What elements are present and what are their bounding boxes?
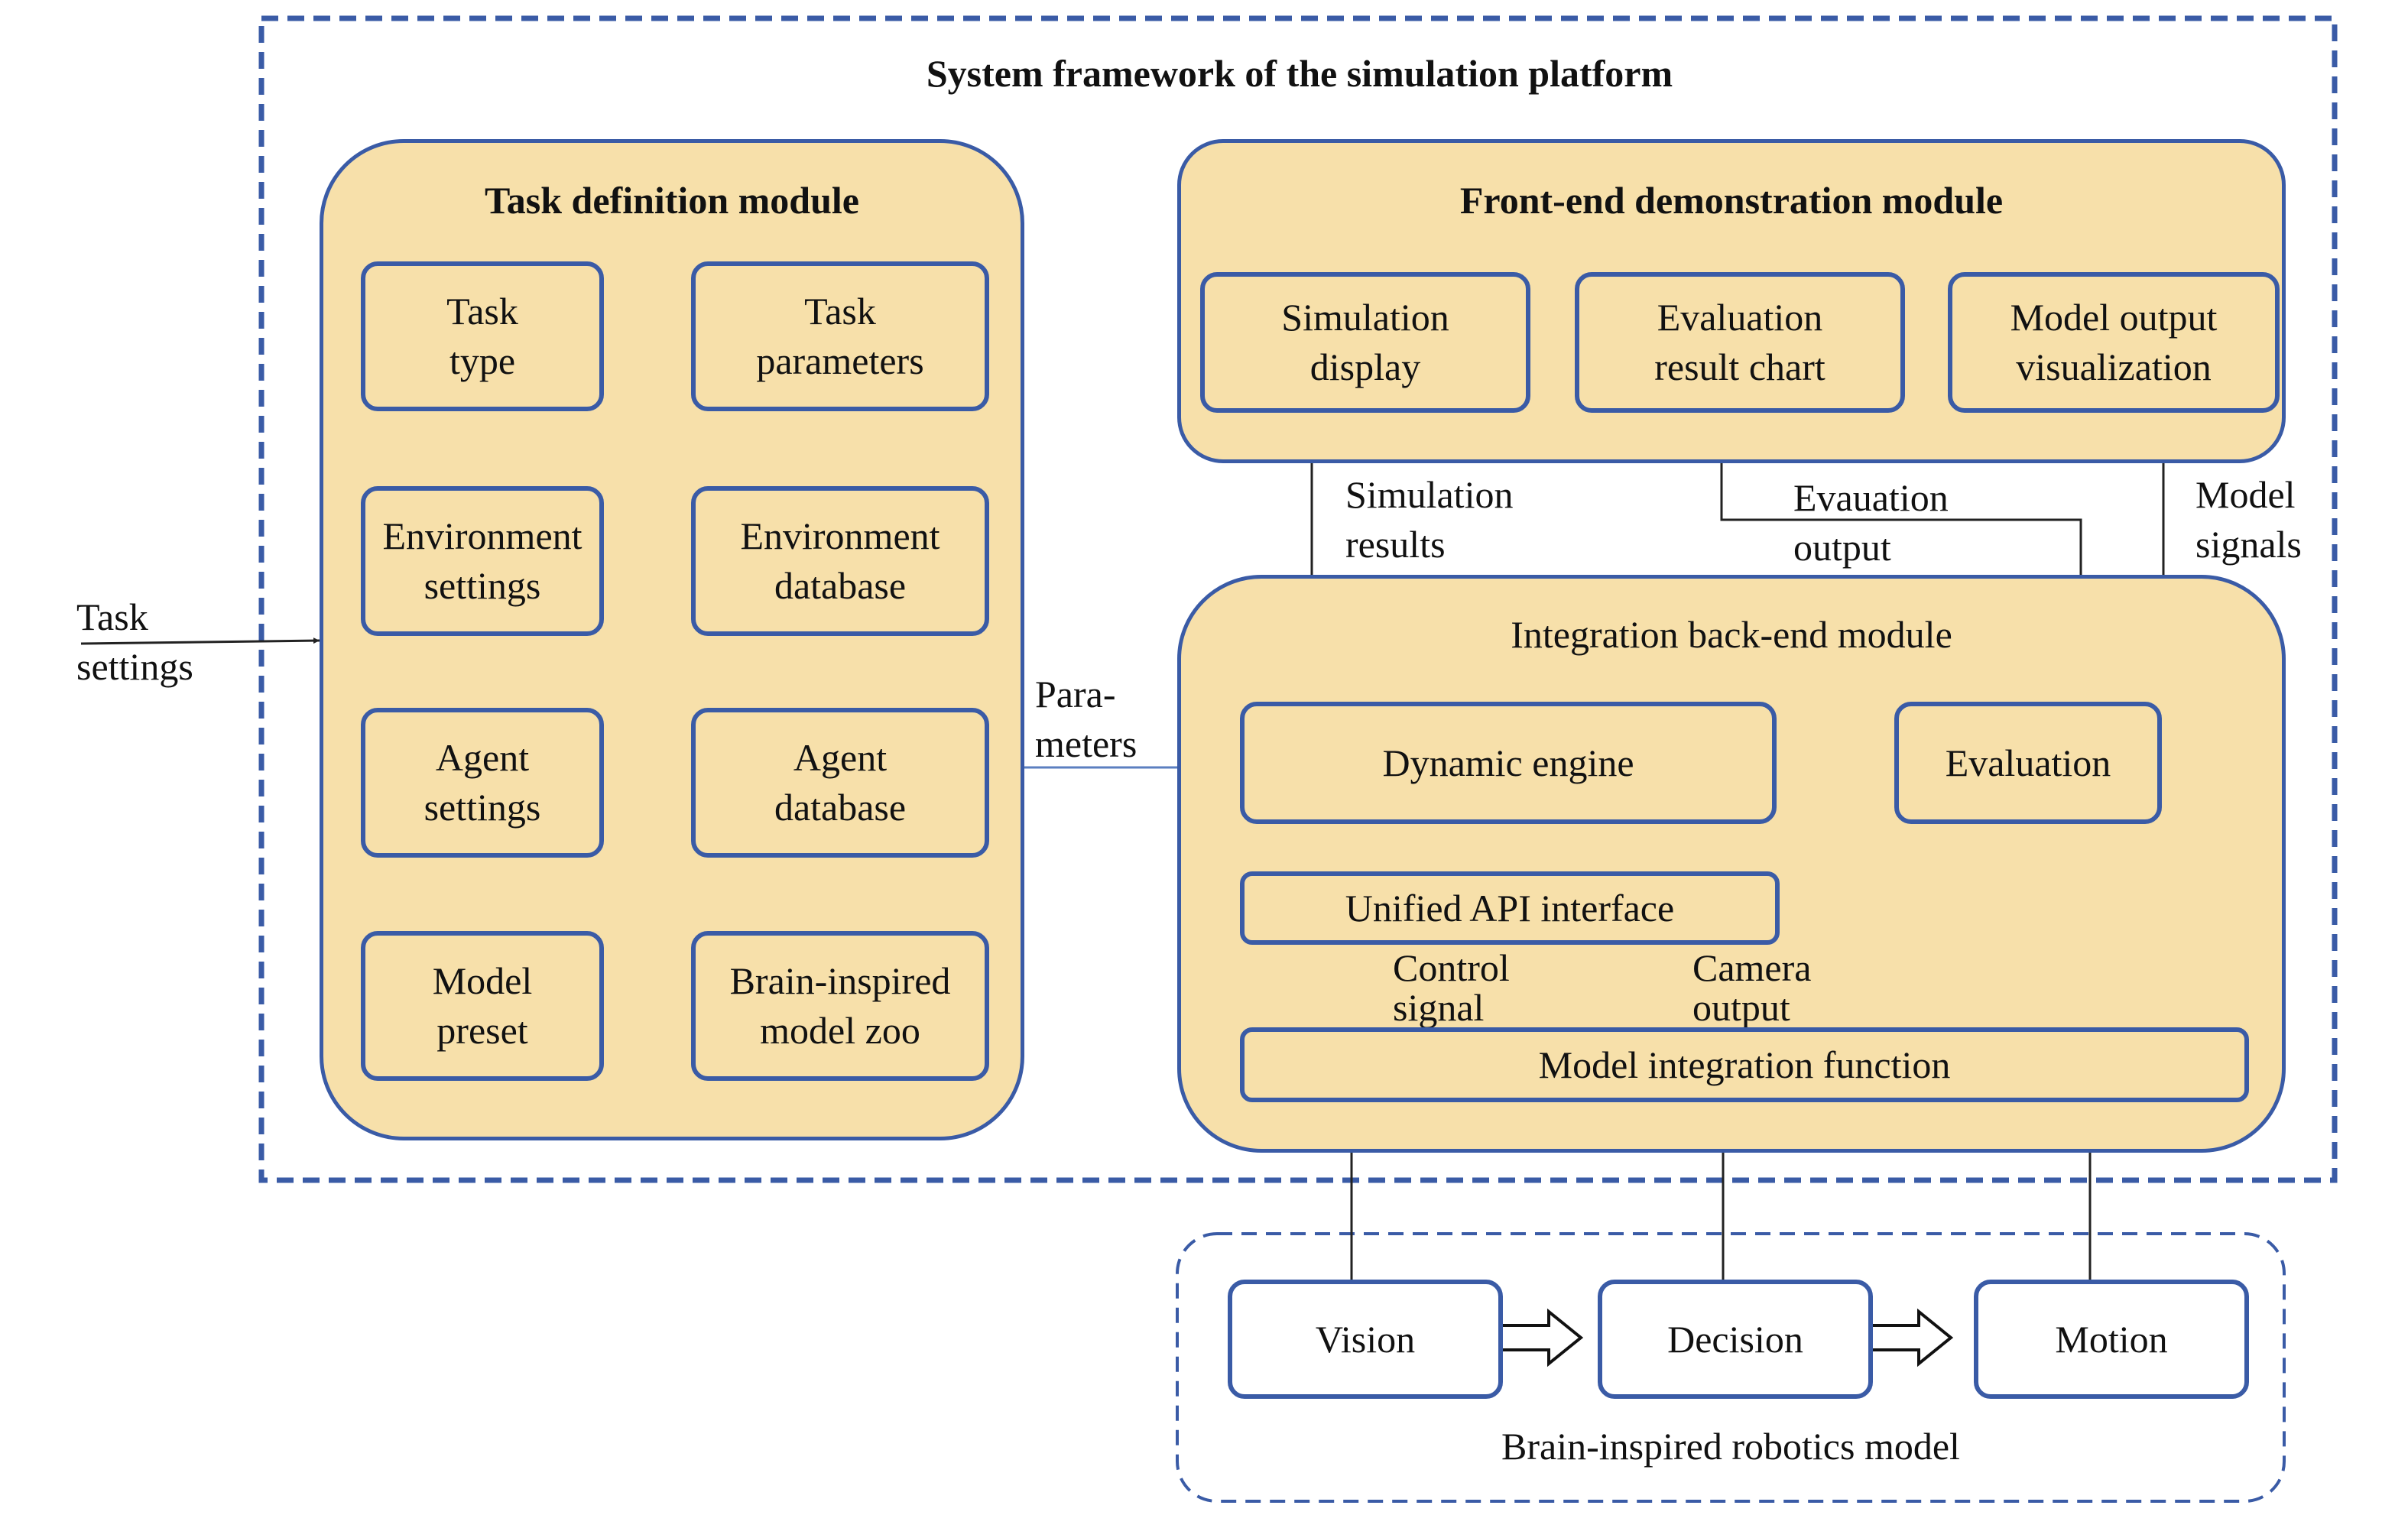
- frontend-module-title: Front-end demonstration module: [1459, 178, 2004, 222]
- model-preset-box[interactable]: [361, 931, 604, 1081]
- api-interface-box[interactable]: [1240, 871, 1780, 945]
- decision-label: Decision: [1667, 1317, 1803, 1361]
- parameters-label: Para- meters: [1035, 673, 1137, 765]
- decision-box[interactable]: [1598, 1280, 1873, 1399]
- camera-output-label: Camera output: [1692, 946, 1812, 1029]
- task-parameters-box[interactable]: [691, 261, 989, 411]
- simulation-results-label: Simulation results: [1345, 473, 1514, 566]
- environment-database-box[interactable]: [691, 486, 989, 636]
- vision-label: Vision: [1315, 1317, 1416, 1361]
- task-settings-arrow: [80, 637, 320, 645]
- agent-settings-label: Agent settings: [424, 736, 541, 829]
- motion-label: Motion: [2055, 1317, 2168, 1361]
- model-zoo-box[interactable]: [691, 931, 989, 1081]
- simulation-display-label: Simulation display: [1281, 296, 1449, 388]
- task-type-label: Task type: [446, 290, 518, 382]
- task-module-title: Task definition module: [485, 178, 859, 222]
- control-signal-label: Control signal: [1393, 946, 1510, 1029]
- agent-settings-box[interactable]: [361, 708, 604, 858]
- platform-frame: [258, 15, 2338, 1183]
- model-visualization-box[interactable]: [1948, 272, 2280, 413]
- backend-module-title: Integration back-end module: [1511, 612, 1952, 656]
- robotics-model-title: Brain-inspired robotics model: [1501, 1424, 1960, 1468]
- agent-database-box[interactable]: [691, 708, 989, 858]
- motion-box[interactable]: [1974, 1280, 2249, 1399]
- evaluation-output-label: Evauation output: [1793, 476, 1949, 569]
- dynamic-engine-label: Dynamic engine: [1382, 741, 1634, 784]
- model-zoo-label: Brain-inspired model zoo: [729, 959, 951, 1052]
- evaluation-chart-label: Evaluation result chart: [1654, 296, 1825, 388]
- model-signals-label: Model signals: [2195, 473, 2302, 566]
- evaluation-label: Evaluation: [1945, 741, 2111, 784]
- model-visualization-label: Model output visualization: [2010, 296, 2218, 388]
- integration-function-box[interactable]: [1240, 1027, 2249, 1102]
- robotics-model-frame: [1176, 1232, 2286, 1503]
- environment-settings-label: Environment settings: [382, 514, 583, 607]
- dynamic-engine-box[interactable]: [1240, 702, 1777, 824]
- vision-box[interactable]: [1228, 1280, 1503, 1399]
- integration-function-label: Model integration function: [1538, 1043, 1951, 1086]
- framework-title: System framework of the simulation platf…: [926, 51, 1673, 95]
- environment-settings-box[interactable]: [361, 486, 604, 636]
- environment-database-label: Environment database: [740, 514, 940, 607]
- evaluation-chart-box[interactable]: [1575, 272, 1905, 413]
- simulation-display-box[interactable]: [1200, 272, 1530, 413]
- evaluation-box[interactable]: [1894, 702, 2162, 824]
- agent-database-label: Agent database: [774, 736, 907, 829]
- model-preset-label: Model preset: [432, 959, 533, 1052]
- task-type-box[interactable]: [361, 261, 604, 411]
- task-settings-label: Task settings: [76, 595, 193, 688]
- api-interface-label: Unified API interface: [1345, 886, 1675, 929]
- task-parameters-label: Task parameters: [756, 290, 924, 382]
